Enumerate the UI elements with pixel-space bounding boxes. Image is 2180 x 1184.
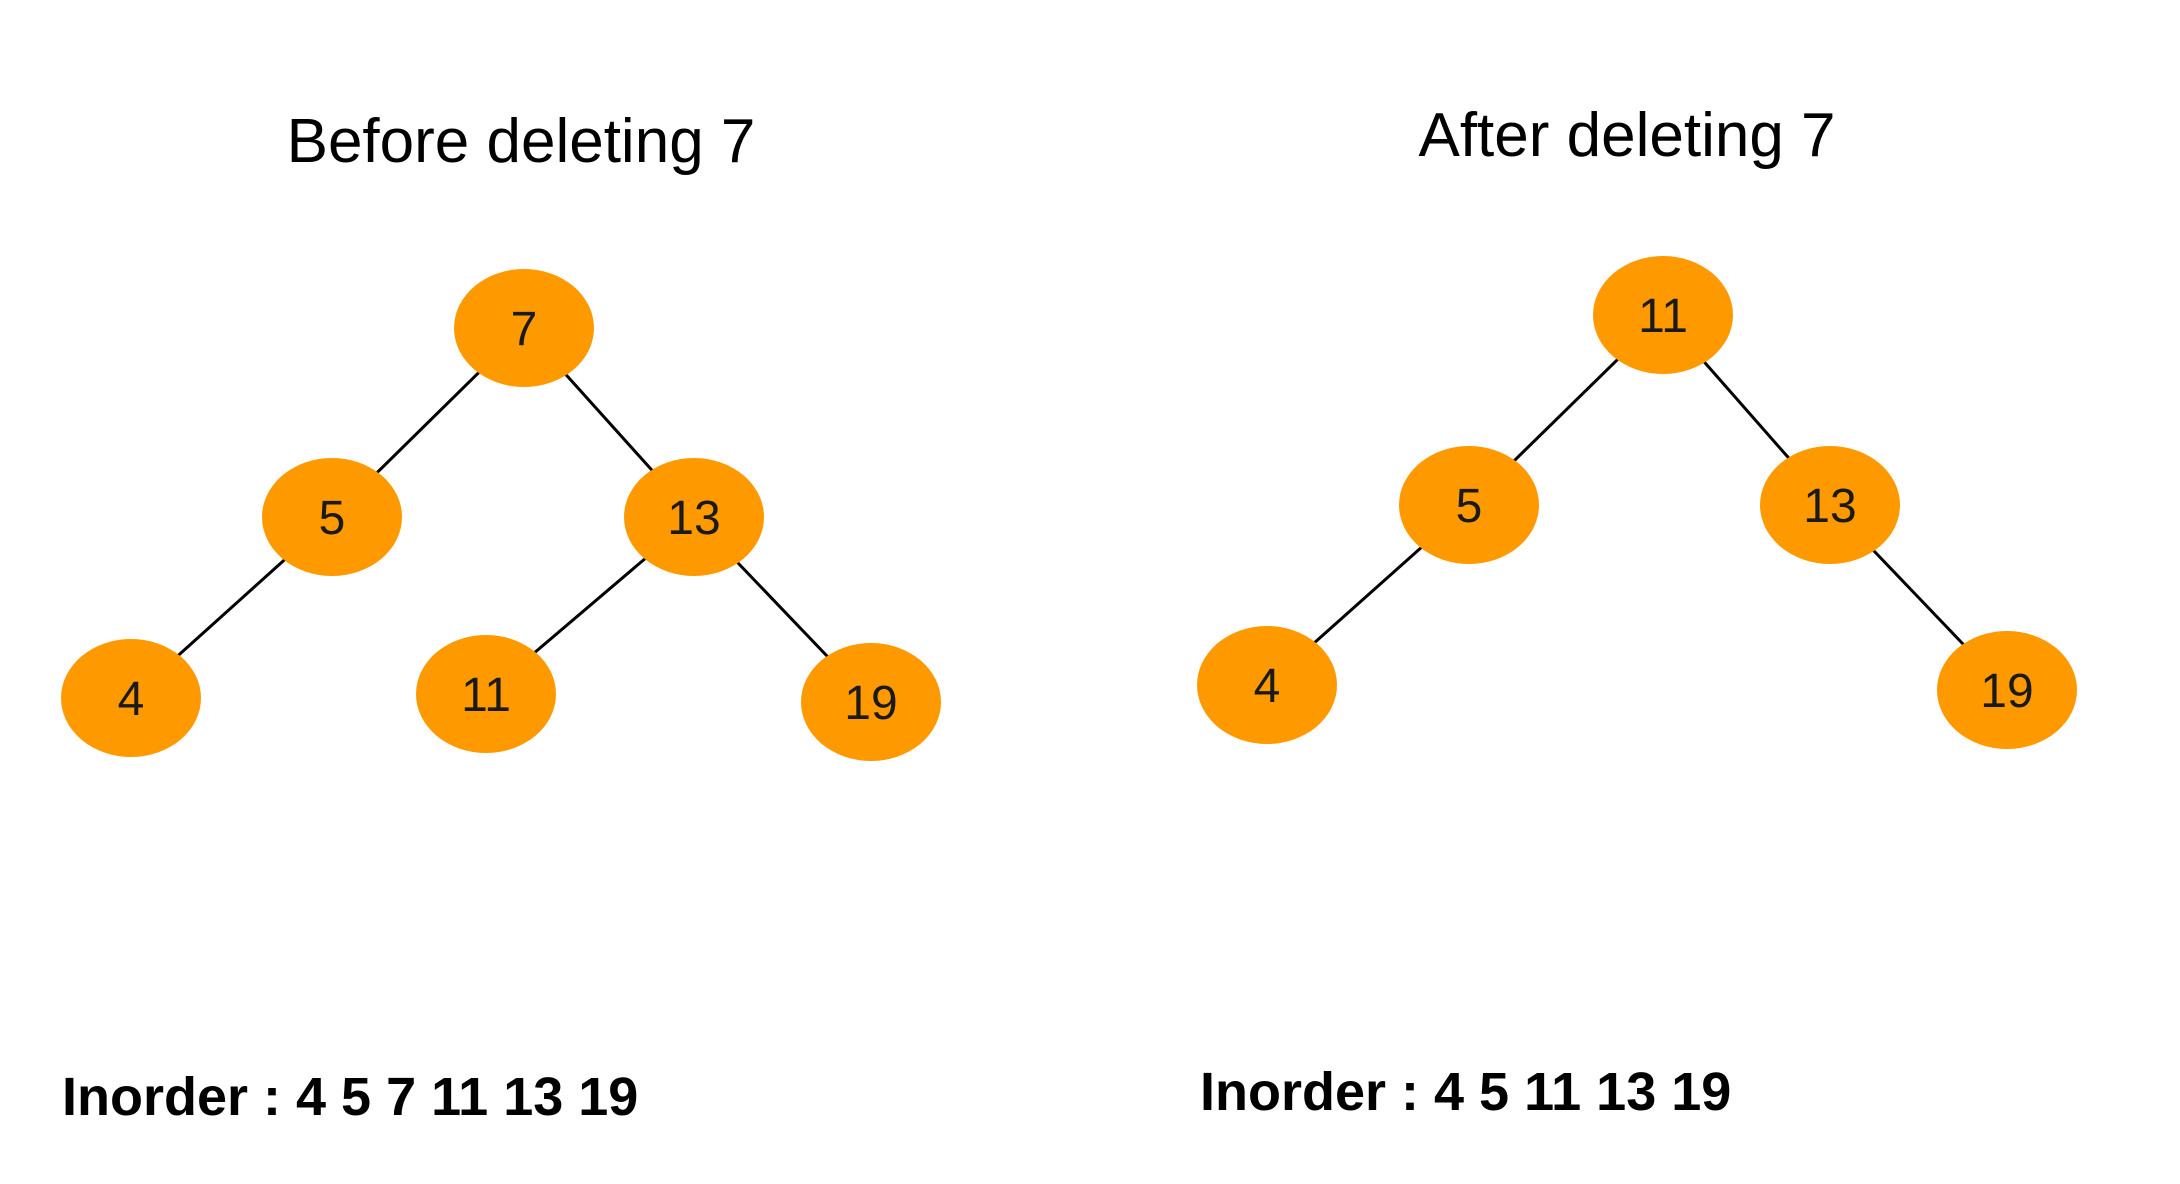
before-edge-5-4 [176,558,287,657]
node-label: 4 [1254,660,1281,713]
before-edge-13-11 [533,556,647,655]
node-label: 13 [667,492,720,545]
after-edge-13-19 [1871,548,1966,647]
node-circle [1197,626,1337,744]
after-tree: 11 5 13 4 19 [1197,256,2077,749]
before-node-5: 5 [262,458,402,576]
node-label: 13 [1803,480,1856,533]
node-circle [1937,631,2077,749]
before-node-4: 4 [61,639,201,757]
node-circle [61,639,201,757]
node-circle [624,458,764,576]
node-circle [1760,446,1900,564]
after-inorder: Inorder : 4 5 11 13 19 [1200,1062,1731,1122]
node-circle [1399,446,1539,564]
after-node-13: 13 [1760,446,1900,564]
node-label: 19 [844,677,897,730]
before-node-7: 7 [454,269,594,387]
node-label: 7 [511,303,538,356]
after-nodes: 11 5 13 4 19 [1197,256,2077,749]
before-node-13: 13 [624,458,764,576]
after-node-11: 11 [1593,256,1733,374]
node-label: 5 [1456,480,1483,533]
before-edge-13-19 [735,560,830,659]
before-title: Before deleting 7 [287,107,756,176]
after-edge-11-5 [1512,357,1620,463]
before-nodes: 7 5 13 4 11 19 [61,269,941,761]
after-edges [1313,357,1966,647]
before-tree: 7 5 13 4 11 19 [61,269,941,761]
after-node-19: 19 [1937,631,2077,749]
before-node-11: 11 [416,635,556,753]
node-label: 5 [319,492,346,545]
after-title: After deleting 7 [1418,101,1835,170]
node-label: 4 [118,673,145,726]
before-edges [176,370,830,659]
before-inorder: Inorder : 4 5 7 11 13 19 [62,1067,638,1127]
before-edge-7-5 [375,370,481,475]
after-node-4: 4 [1197,626,1337,744]
node-label: 11 [1638,290,1688,343]
after-edge-5-4 [1313,545,1423,645]
node-circle [416,635,556,753]
node-circle [454,269,594,387]
node-circle [262,458,402,576]
after-node-5: 5 [1399,446,1539,564]
after-edge-11-13 [1702,360,1791,460]
node-label: 19 [1980,665,2033,718]
before-node-19: 19 [801,643,941,761]
node-circle [801,643,941,761]
before-edge-7-13 [564,373,654,472]
node-label: 11 [461,669,511,722]
node-circle [1593,256,1733,374]
